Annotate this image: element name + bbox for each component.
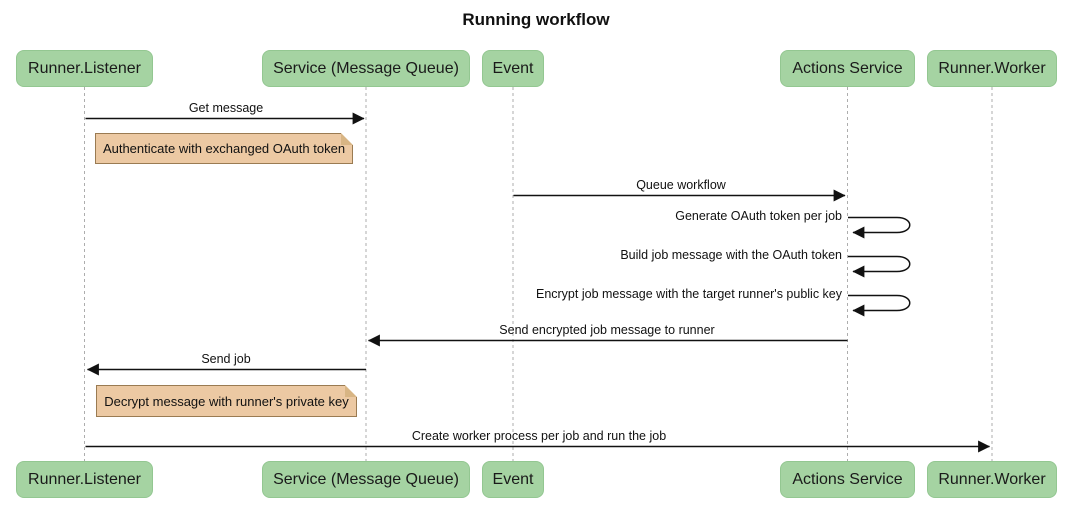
message-label-queue-workflow: Queue workflow bbox=[636, 178, 726, 192]
message-label-send-encrypted-job: Send encrypted job message to runner bbox=[499, 323, 715, 337]
diagram-title: Running workflow bbox=[462, 10, 610, 29]
actor-event-top: Event bbox=[482, 50, 544, 87]
message-label-send-job: Send job bbox=[201, 352, 251, 366]
arrow-self-generate-token bbox=[848, 216, 911, 239]
actor-runner-worker-top: Runner.Worker bbox=[927, 50, 1057, 87]
arrow-self-encrypt-message bbox=[848, 294, 911, 317]
actor-service-top: Service (Message Queue) bbox=[262, 50, 470, 87]
actor-event-bottom: Event bbox=[482, 461, 544, 498]
message-label-build-message: Build job message with the OAuth token bbox=[620, 248, 842, 262]
lifelines bbox=[84, 87, 993, 461]
actor-runner-listener-top: Runner.Listener bbox=[16, 50, 153, 87]
message-arrows bbox=[85, 112, 991, 453]
actor-runner-worker-bottom: Runner.Worker bbox=[927, 461, 1057, 498]
message-label-get-message: Get message bbox=[188, 101, 264, 115]
actor-runner-listener-bottom: Runner.Listener bbox=[16, 461, 153, 498]
note-authenticate-oauth: Authenticate with exchanged OAuth token bbox=[95, 133, 353, 164]
message-label-encrypt-message: Encrypt job message with the target runn… bbox=[535, 287, 842, 301]
actor-service-bottom: Service (Message Queue) bbox=[262, 461, 470, 498]
note-decrypt-message: Decrypt message with runner's private ke… bbox=[96, 385, 357, 417]
message-label-generate-token: Generate OAuth token per job bbox=[675, 209, 842, 223]
actor-actions-service-bottom: Actions Service bbox=[780, 461, 915, 498]
actor-actions-service-top: Actions Service bbox=[780, 50, 915, 87]
arrow-self-build-message bbox=[848, 255, 911, 278]
message-label-create-worker: Create worker process per job and run th… bbox=[411, 429, 667, 443]
